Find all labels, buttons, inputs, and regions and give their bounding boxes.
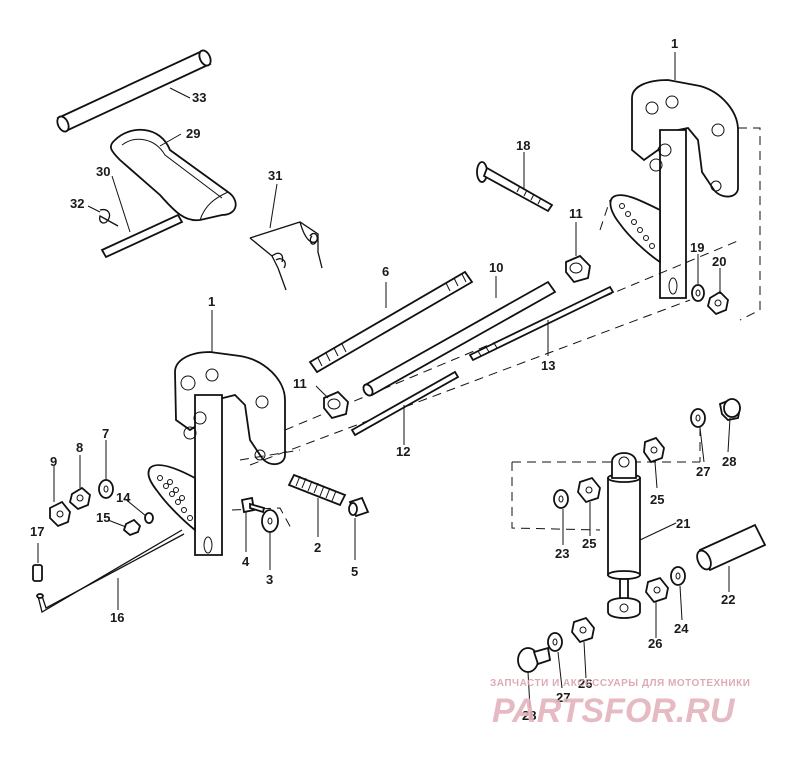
label-20: 20 <box>712 254 726 269</box>
label-12: 12 <box>396 444 410 459</box>
part-17-sleeve <box>32 564 43 582</box>
label-10: 10 <box>489 260 503 275</box>
part-1-right-bracket <box>609 79 739 299</box>
part-6-rod <box>308 270 474 374</box>
label-28-upper: 28 <box>722 454 736 469</box>
part-2-spring <box>287 473 347 507</box>
part-4-screw <box>240 496 266 514</box>
part-21-cylinder <box>607 452 641 619</box>
watermark-brand: PARTSFOR.RU <box>492 692 736 730</box>
label-22: 22 <box>721 592 735 607</box>
label-33: 33 <box>192 90 206 105</box>
label-5: 5 <box>351 564 358 579</box>
label-18: 18 <box>516 138 530 153</box>
part-11-bushing-upper <box>565 254 591 284</box>
label-32: 32 <box>70 196 84 211</box>
label-26-lower: 26 <box>578 676 592 691</box>
part-27-washer-b <box>547 632 563 652</box>
part-31-spring <box>249 221 323 291</box>
label-11-lower: 11 <box>293 376 307 391</box>
label-23: 23 <box>555 546 569 561</box>
label-1-lower: 1 <box>208 294 215 309</box>
part-7-washer <box>98 479 114 499</box>
watermark-tagline: ЗАПЧАСТИ И АКСЕССУАРЫ ДЛЯ МОТОТЕХНИКИ <box>490 678 750 689</box>
label-7: 7 <box>102 426 109 441</box>
watermark: ЗАПЧАСТИ И АКСЕССУАРЫ ДЛЯ МОТОТЕХНИКИ PA… <box>490 678 750 730</box>
label-30: 30 <box>96 164 110 179</box>
part-14-washer <box>144 512 154 524</box>
part-11-bushing-lower <box>323 390 349 420</box>
part-28-pin-b <box>517 646 552 673</box>
part-24-washer <box>670 566 686 586</box>
part-22-grip <box>696 523 767 572</box>
part-18-bolt <box>476 161 554 213</box>
label-9: 9 <box>50 454 57 469</box>
part-16-rod <box>36 529 185 613</box>
label-27-lower: 27 <box>556 690 570 705</box>
label-8: 8 <box>76 440 83 455</box>
part-25-bushing-a <box>643 436 665 464</box>
part-5-cap <box>348 496 370 518</box>
part-9-cap-nut <box>49 500 71 528</box>
part-23-washer <box>553 489 569 509</box>
label-4: 4 <box>242 554 250 569</box>
part-28-pin-a <box>718 398 741 421</box>
label-28-lower: 28 <box>522 708 536 723</box>
part-1-left-bracket <box>147 351 286 556</box>
label-17: 17 <box>30 524 44 539</box>
label-14: 14 <box>116 490 131 505</box>
part-29-strap <box>109 128 237 222</box>
part-26-bushing-b <box>571 616 595 644</box>
label-1-upper: 1 <box>671 36 678 51</box>
part-13-rod <box>468 285 615 362</box>
part-20-nut <box>707 290 729 316</box>
label-11-upper: 11 <box>569 206 583 221</box>
label-25-upper: 25 <box>650 492 664 507</box>
label-25-lower: 25 <box>582 536 596 551</box>
part-33-pin <box>56 49 212 133</box>
part-27-washer-a <box>690 408 706 428</box>
part-25-bushing-b <box>577 476 601 504</box>
label-19: 19 <box>690 240 704 255</box>
label-16: 16 <box>110 610 124 625</box>
part-30-pin <box>100 213 184 259</box>
part-32-cotter-pin <box>98 208 119 227</box>
label-31: 31 <box>268 168 282 183</box>
label-24: 24 <box>674 621 689 636</box>
part-8-nut <box>68 486 91 511</box>
part-10-shaft <box>362 280 557 397</box>
label-6: 6 <box>382 264 389 279</box>
label-21: 21 <box>676 516 690 531</box>
part-19-washer <box>691 284 705 302</box>
leader-lines <box>37 52 731 709</box>
label-29: 29 <box>186 126 200 141</box>
part-26-bushing-a <box>645 576 669 604</box>
label-2: 2 <box>314 540 321 555</box>
part-15-nut <box>122 518 142 537</box>
label-13: 13 <box>541 358 555 373</box>
part-12-rod <box>350 370 460 437</box>
part-3-washer <box>261 509 279 533</box>
label-27-upper: 27 <box>696 464 710 479</box>
part-number-labels: 1 1 2 3 4 5 6 7 8 9 10 11 11 12 13 14 15… <box>30 36 736 723</box>
label-26-right: 26 <box>648 636 662 651</box>
label-15: 15 <box>96 510 110 525</box>
label-3: 3 <box>266 572 273 587</box>
